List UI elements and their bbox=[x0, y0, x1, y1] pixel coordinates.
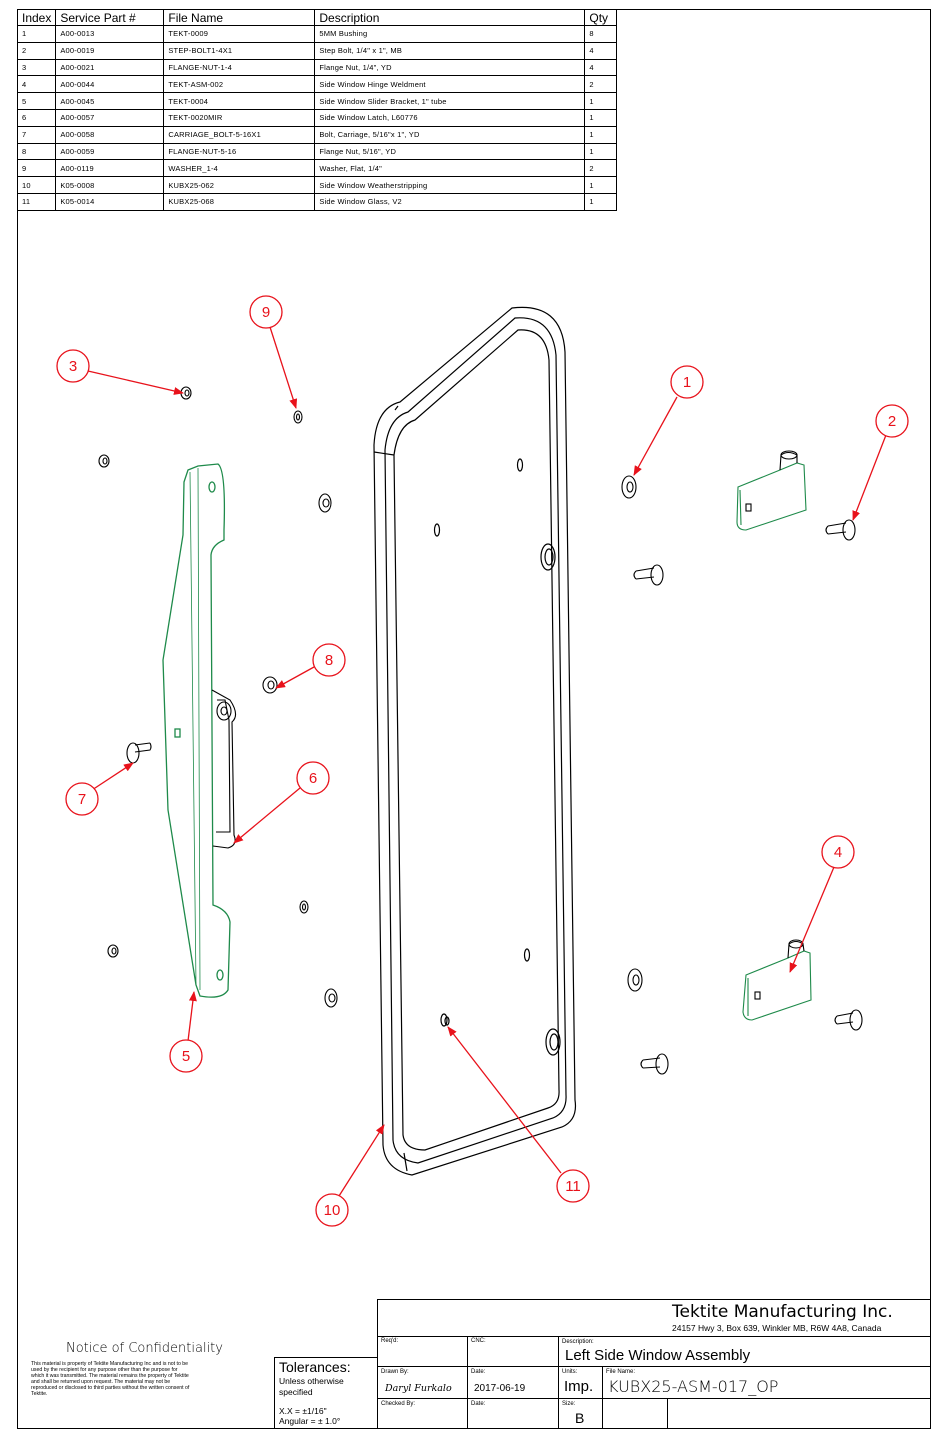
hinge-weldment-upper bbox=[736, 450, 807, 531]
balloon-1: 1 bbox=[670, 365, 704, 399]
description-label: Description: bbox=[562, 1339, 594, 1345]
size-cell: Size: B bbox=[558, 1398, 603, 1429]
drawn-by-value: Daryl Furkalo bbox=[385, 1383, 452, 1394]
svg-text:11: 11 bbox=[565, 1178, 581, 1195]
balloon-9: 9 bbox=[249, 295, 283, 329]
balloon-6: 6 bbox=[296, 761, 330, 795]
confidentiality-text: This material is property of Tektite Man… bbox=[31, 1361, 190, 1398]
svg-text:4: 4 bbox=[834, 844, 842, 861]
balloon-5: 5 bbox=[169, 1039, 203, 1073]
balloon-4: 4 bbox=[821, 835, 855, 869]
file-name-label: File Name: bbox=[606, 1369, 636, 1375]
tolerances-line2: specified bbox=[279, 1387, 313, 1397]
nuts-and-washers bbox=[98, 386, 309, 958]
units-cell: Units: Imp. bbox=[558, 1366, 603, 1399]
bom-header-service-part: Service Part # bbox=[55, 9, 165, 26]
cnc-label: CNC: bbox=[471, 1338, 486, 1344]
drawn-by-cell: Drawn By: Daryl Furkalo bbox=[377, 1366, 468, 1399]
callout-leaders bbox=[87, 326, 887, 1197]
svg-text:8: 8 bbox=[325, 652, 333, 669]
bill-of-materials-table: Index Service Part # File Name Descripti… bbox=[16, 9, 618, 211]
svg-text:10: 10 bbox=[324, 1202, 341, 1219]
drawn-date-label: Date: bbox=[471, 1369, 486, 1375]
bom-cell-qty: 1 bbox=[584, 192, 618, 211]
drawn-by-label: Drawn By: bbox=[381, 1369, 409, 1375]
checked-by-cell: Checked By: bbox=[377, 1398, 468, 1429]
tolerances-box: Tolerances: Unless otherwise specified X… bbox=[274, 1357, 378, 1429]
carriage-bolt bbox=[126, 742, 152, 764]
file-name-value: KUBX25-ASM-017_OP bbox=[608, 1377, 779, 1396]
checked-date-label: Date: bbox=[471, 1401, 486, 1407]
description-value: Left Side Window Assembly bbox=[565, 1347, 751, 1364]
balloon-11: 11 bbox=[556, 1169, 590, 1203]
bom-cell-index: 11 bbox=[16, 192, 57, 211]
reqd-cell: Req'd: bbox=[377, 1336, 468, 1367]
svg-text:7: 7 bbox=[78, 791, 86, 808]
units-value: Imp. bbox=[564, 1378, 594, 1395]
step-bolts bbox=[633, 519, 863, 1075]
svg-text:9: 9 bbox=[262, 304, 270, 321]
svg-text:3: 3 bbox=[69, 358, 77, 375]
checked-by-label: Checked By: bbox=[381, 1401, 416, 1407]
balloon-3: 3 bbox=[56, 349, 90, 383]
bom-header-index: Index bbox=[16, 9, 57, 26]
company-address: 24157 Hwy 3, Box 639, Winkler MB, R6W 4A… bbox=[672, 1323, 882, 1333]
bom-cell-qty: 1 bbox=[584, 142, 618, 161]
company-name: Tektite Manufacturing Inc. bbox=[672, 1302, 893, 1322]
svg-text:5: 5 bbox=[182, 1048, 190, 1065]
title-block-empty-cell bbox=[602, 1398, 668, 1429]
reqd-label: Req'd: bbox=[381, 1338, 399, 1344]
svg-text:2: 2 bbox=[888, 413, 896, 430]
window-latch bbox=[211, 689, 237, 849]
cnc-cell: CNC: bbox=[467, 1336, 559, 1367]
size-value: B bbox=[575, 1410, 585, 1426]
drawn-date-cell: Date: 2017-06-19 bbox=[467, 1366, 559, 1399]
drawn-date-value: 2017-06-19 bbox=[474, 1383, 526, 1394]
confidentiality-title: Notice of Confidentiality bbox=[66, 1341, 223, 1356]
tolerances-line1: Unless otherwise bbox=[279, 1376, 344, 1386]
svg-text:6: 6 bbox=[309, 770, 317, 787]
callout-balloons: 1 2 3 4 5 6 7 8 9 10 11 bbox=[56, 295, 909, 1227]
tolerances-linear: X.X = ±1/16" bbox=[279, 1406, 327, 1416]
description-cell: Description: Left Side Window Assembly bbox=[558, 1336, 931, 1367]
file-name-cell: File Name: KUBX25-ASM-017_OP bbox=[602, 1366, 931, 1399]
balloon-10: 10 bbox=[315, 1193, 349, 1227]
svg-text:1: 1 bbox=[683, 374, 691, 391]
bom-cell-qty: 1 bbox=[584, 108, 618, 127]
size-label: Size: bbox=[562, 1401, 576, 1407]
tolerances-title: Tolerances: bbox=[279, 1359, 351, 1375]
slider-bracket bbox=[162, 463, 231, 998]
bushings bbox=[318, 475, 643, 1008]
checked-date-cell: Date: bbox=[467, 1398, 559, 1429]
units-label: Units: bbox=[562, 1369, 578, 1375]
balloon-2: 2 bbox=[875, 404, 909, 438]
balloon-8: 8 bbox=[312, 643, 346, 677]
window-glass-panel bbox=[373, 306, 577, 1176]
bom-header-qty: Qty bbox=[584, 9, 618, 26]
bom-header-description: Description bbox=[314, 9, 586, 26]
tolerances-angular: Angular = ± 1.0° bbox=[279, 1416, 341, 1426]
balloon-7: 7 bbox=[65, 782, 99, 816]
hinge-weldment-lower bbox=[742, 939, 812, 1021]
bom-header-row: Index Service Part # File Name Descripti… bbox=[16, 9, 618, 26]
bom-cell-description: Side Window Glass, V2 bbox=[314, 192, 586, 211]
bom-cell-file-name: KUBX25-068 bbox=[163, 192, 316, 211]
